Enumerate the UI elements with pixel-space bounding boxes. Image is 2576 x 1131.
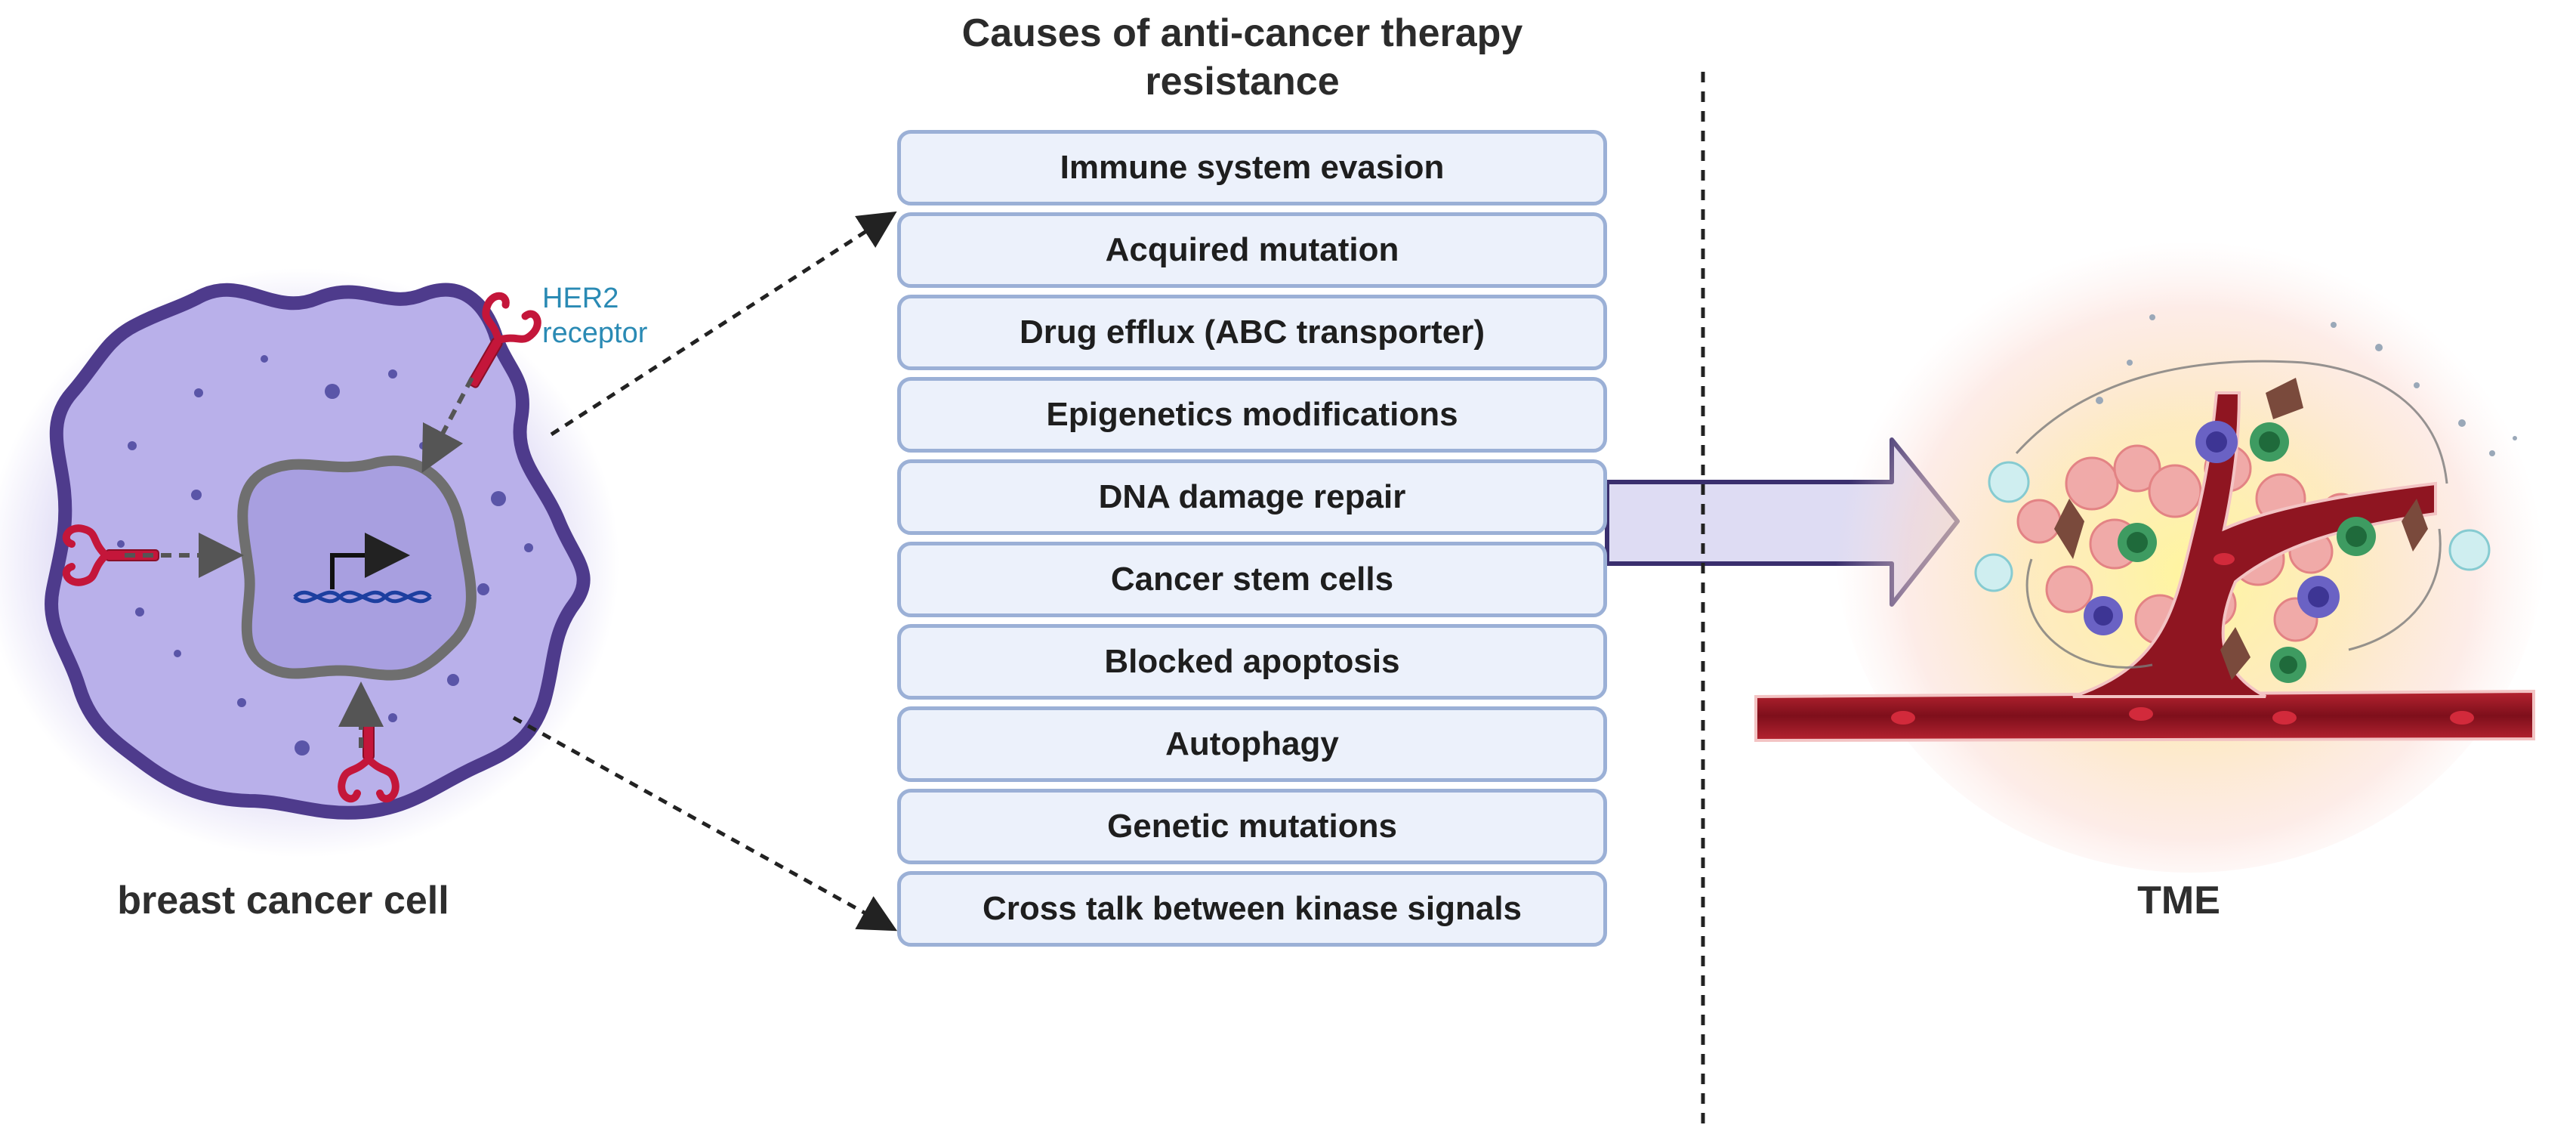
cytoplasm-granules xyxy=(117,355,533,756)
cause-label: Autophagy xyxy=(1165,725,1339,762)
red-blood-cells xyxy=(1891,553,2474,725)
cause-box: Immune system evasion xyxy=(897,130,1607,205)
cause-label: Cross talk between kinase signals xyxy=(982,890,1522,927)
cell-label: breast cancer cell xyxy=(117,879,449,922)
fibroblasts xyxy=(2054,378,2428,680)
cause-box: Autophagy xyxy=(897,706,1607,782)
cause-label: Epigenetics modifications xyxy=(1046,396,1458,433)
cause-label: Immune system evasion xyxy=(1060,149,1445,186)
extracellular-matrix xyxy=(2015,360,2448,669)
title-line-1: Causes of anti-cancer therapy xyxy=(961,11,1523,55)
cause-label: Blocked apoptosis xyxy=(1104,643,1400,680)
dna-icon xyxy=(293,590,432,604)
cause-label: Cancer stem cells xyxy=(1110,561,1394,598)
transcription-arrow-icon xyxy=(330,533,410,589)
cause-box: Blocked apoptosis xyxy=(897,624,1607,700)
title-line-2: resistance xyxy=(1145,60,1340,104)
cause-label: Acquired mutation xyxy=(1105,231,1399,268)
her2-receptor-icon xyxy=(467,292,541,388)
signal-arrow-top xyxy=(421,376,474,473)
cause-box: Acquired mutation xyxy=(897,212,1607,288)
tme-illustration xyxy=(1754,208,2545,873)
cause-label: Genetic mutations xyxy=(1107,808,1397,845)
cause-label: DNA damage repair xyxy=(1098,478,1406,515)
cause-box: Cross talk between kinase signals xyxy=(897,871,1607,947)
her2-label-line-2: receptor xyxy=(542,317,648,349)
cause-box: Drug efflux (ABC transporter) xyxy=(897,295,1607,370)
breast-cancer-cell xyxy=(0,268,619,858)
nucleus xyxy=(237,455,477,681)
cause-label: Drug efflux (ABC transporter) xyxy=(1019,314,1485,351)
connector-arrow-bottom xyxy=(512,715,898,932)
tme-label: TME xyxy=(2137,879,2220,922)
immune-cells xyxy=(1974,421,2491,683)
blood-vessel-branch xyxy=(2072,391,2437,698)
scattered-particles xyxy=(2096,314,2517,456)
her2-label-line-1: HER2 xyxy=(542,283,619,314)
cause-box: Cancer stem cells xyxy=(897,542,1607,617)
cause-box: DNA damage repair xyxy=(897,459,1607,535)
cause-box: Genetic mutations xyxy=(897,789,1607,864)
her2-receptor-label: HER2 receptor xyxy=(542,281,723,351)
diagram-title: Causes of anti-cancer therapy resistance xyxy=(861,9,1624,106)
cause-box: Epigenetics modifications xyxy=(897,377,1607,453)
connector-arrow-top xyxy=(550,211,897,437)
